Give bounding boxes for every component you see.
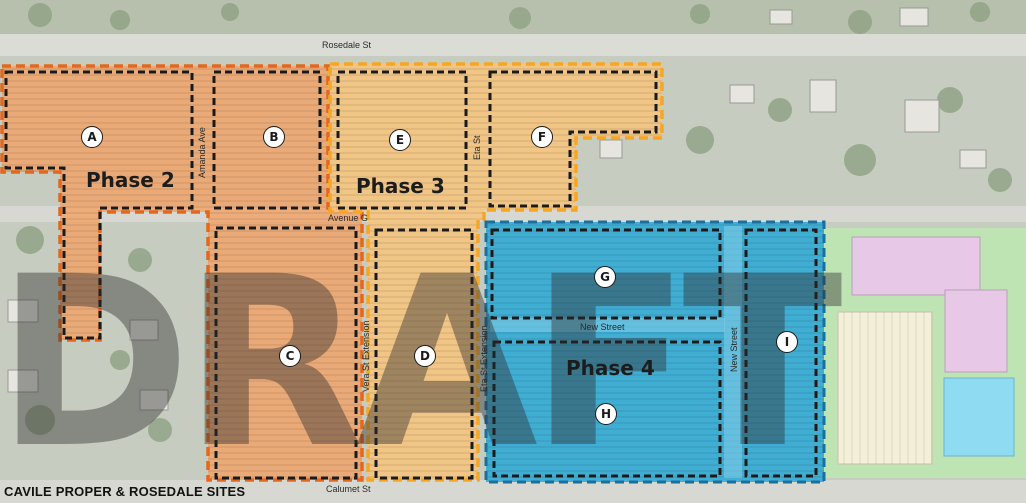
- street-label-amanda: Amanda Ave: [197, 127, 207, 178]
- site-h-outline: [492, 340, 722, 478]
- site-i-outline: [744, 228, 818, 478]
- phase-3-area: [328, 62, 664, 482]
- site-marker-e[interactable]: E: [389, 129, 411, 151]
- phase-4-label: Phase 4: [566, 356, 655, 380]
- street-label-new-street-vertical: New Street: [729, 327, 739, 372]
- site-a-outline: [4, 70, 194, 340]
- adjacent-building-2: [944, 289, 1008, 373]
- street-label-eta-ext: Eta St Extension: [479, 325, 489, 392]
- phase-2-label: Phase 2: [86, 168, 175, 192]
- street-label-vera-ext: Vera St Extension: [361, 320, 371, 392]
- site-marker-g[interactable]: G: [594, 266, 616, 288]
- site-marker-i[interactable]: I: [776, 331, 798, 353]
- new-street-vertical-road: [724, 226, 742, 478]
- calumet-street: [0, 480, 1026, 503]
- rosedale-street: [0, 34, 1026, 56]
- site-g-outline: [490, 228, 722, 320]
- map-caption: CAVILE PROPER & ROSEDALE SITES: [4, 484, 246, 499]
- trees: [16, 2, 1012, 442]
- adjacent-building-1: [851, 236, 981, 296]
- phase-4-area: [484, 220, 826, 484]
- site-marker-b[interactable]: B: [263, 126, 285, 148]
- site-c-outline: [214, 226, 358, 480]
- site-d-outline: [374, 228, 474, 480]
- street-label-avenue-g: Avenue G: [328, 213, 368, 223]
- site-marker-d[interactable]: D: [414, 345, 436, 367]
- street-label-new-street: New Street: [580, 322, 625, 332]
- street-label-rosedale: Rosedale St: [322, 40, 372, 50]
- site-marker-c[interactable]: C: [279, 345, 301, 367]
- adjacent-pool: [943, 377, 1015, 457]
- street-label-calumet: Calumet St: [326, 484, 371, 494]
- parking-stripes: [838, 312, 932, 464]
- site-f-outline: [488, 70, 658, 208]
- street-label-eta: Eta St: [472, 135, 482, 160]
- site-marker-f[interactable]: F: [531, 126, 553, 148]
- new-street-road: [490, 318, 725, 332]
- site-marker-a[interactable]: A: [81, 126, 103, 148]
- phase-2-area: [0, 64, 364, 482]
- site-marker-h[interactable]: H: [595, 403, 617, 425]
- phase-3-label: Phase 3: [356, 174, 445, 198]
- site-outlines: [4, 70, 818, 480]
- houses: [7, 7, 987, 411]
